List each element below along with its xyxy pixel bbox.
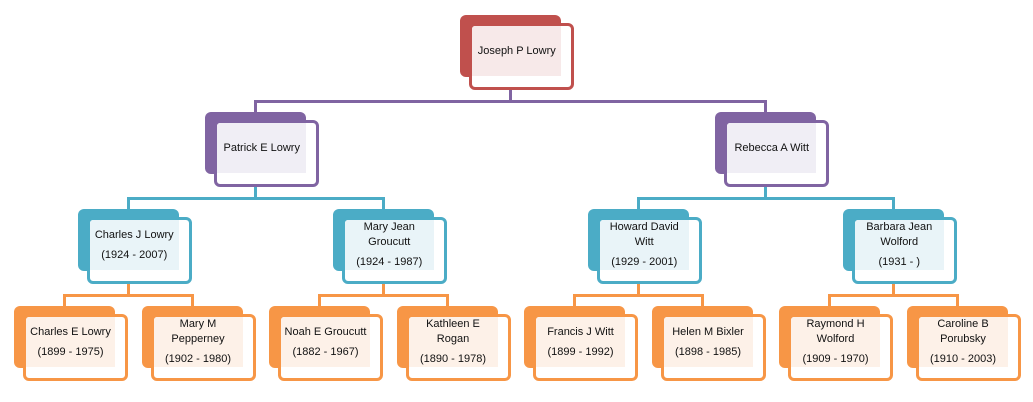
- person-node[interactable]: Mary M Pepperney (1902 - 1980): [150, 314, 256, 381]
- connector-line: [764, 182, 768, 197]
- person-name: Mary Jean Groucutt: [363, 221, 415, 248]
- person-name: Charles J Lowry: [94, 228, 174, 241]
- person-node[interactable]: Caroline B Porubsky (1910 - 2003): [915, 314, 1021, 381]
- person-node[interactable]: Noah E Groucutt (1882 - 1967): [278, 314, 383, 381]
- person-node[interactable]: Mary Jean Groucutt (1924 - 1987): [341, 217, 447, 284]
- connector-line: [63, 294, 194, 297]
- node-label: Charles J Lowry (1924 - 2007): [89, 220, 179, 270]
- node-label: Charles E Lowry (1899 - 1975): [26, 317, 115, 367]
- connector-line: [955, 294, 959, 306]
- connector-line: [126, 279, 130, 294]
- person-name: Charles E Lowry: [30, 325, 111, 338]
- person-years: (1924 - 2007): [101, 248, 168, 261]
- person-node[interactable]: Charles J Lowry (1924 - 2007): [86, 217, 192, 284]
- person-years: (1890 - 1978): [419, 353, 487, 365]
- person-node[interactable]: Joseph P Lowry: [469, 23, 575, 90]
- connector-line: [63, 294, 66, 306]
- person-years: (1899 - 1975): [37, 345, 104, 358]
- person-name: Francis J Witt: [547, 325, 614, 338]
- node-label: Mary Jean Groucutt (1924 - 1987): [344, 220, 434, 270]
- person-name: Caroline B Porubsky: [937, 318, 989, 345]
- node-label: Helen M Bixler (1898 - 1985): [663, 317, 753, 367]
- node-label: Caroline B Porubsky (1910 - 2003): [918, 317, 1008, 367]
- person-name: Howard David Witt: [609, 221, 679, 248]
- person-node[interactable]: Howard David Witt (1929 - 2001): [596, 217, 702, 284]
- person-years: (1929 - 2001): [611, 256, 678, 268]
- person-node[interactable]: Rebecca A Witt: [724, 120, 830, 187]
- person-name: Barbara Jean Wolford: [866, 221, 933, 248]
- connector-line: [828, 294, 831, 306]
- node-label: Rebecca A Witt: [727, 123, 817, 173]
- connector-line: [254, 182, 258, 197]
- person-years: (1882 - 1967): [292, 345, 359, 358]
- connector-line: [573, 294, 704, 297]
- person-years: (1910 - 2003): [929, 353, 997, 365]
- node-label: Noah E Groucutt (1882 - 1967): [281, 317, 370, 367]
- connector-line: [190, 294, 194, 306]
- node-label: Barbara Jean Wolford (1931 - ): [854, 220, 944, 270]
- node-label: Mary M Pepperney (1902 - 1980): [153, 317, 243, 367]
- person-years: (1909 - 1970): [802, 353, 869, 365]
- node-label: Patrick E Lowry: [217, 123, 307, 173]
- connector-line: [700, 294, 704, 306]
- connector-line: [764, 100, 768, 112]
- node-label: Joseph P Lowry: [472, 26, 562, 76]
- person-name: Kathleen E Rogan: [426, 318, 480, 345]
- connector-line: [381, 197, 385, 209]
- node-label: Howard David Witt (1929 - 2001): [599, 220, 689, 270]
- person-name: Joseph P Lowry: [477, 44, 556, 57]
- person-node[interactable]: Charles E Lowry (1899 - 1975): [23, 314, 128, 381]
- connector-line: [509, 85, 513, 100]
- connector-line: [254, 100, 768, 103]
- person-node[interactable]: Patrick E Lowry: [214, 120, 320, 187]
- connector-line: [828, 294, 959, 297]
- person-years: (1899 - 1992): [547, 345, 614, 358]
- person-node[interactable]: Raymond H Wolford (1909 - 1970): [788, 314, 893, 381]
- person-years: (1924 - 1987): [356, 256, 423, 268]
- person-years: (1931 - ): [878, 256, 921, 268]
- connector-line: [636, 197, 895, 200]
- connector-line: [636, 197, 640, 209]
- person-node[interactable]: Francis J Witt (1899 - 1992): [533, 314, 638, 381]
- connector-line: [318, 294, 449, 297]
- person-node[interactable]: Kathleen E Rogan (1890 - 1978): [405, 314, 511, 381]
- node-label: Francis J Witt (1899 - 1992): [536, 317, 625, 367]
- connector-line: [891, 197, 895, 209]
- connector-line: [445, 294, 449, 306]
- connector-line: [126, 197, 130, 209]
- connector-line: [636, 279, 640, 294]
- connector-line: [381, 279, 385, 294]
- person-years: (1898 - 1985): [674, 345, 742, 358]
- person-name: Noah E Groucutt: [284, 325, 367, 338]
- connector-line: [254, 100, 258, 112]
- person-node[interactable]: Helen M Bixler (1898 - 1985): [660, 314, 766, 381]
- connector-line: [573, 294, 576, 306]
- person-node[interactable]: Barbara Jean Wolford (1931 - ): [851, 217, 957, 284]
- person-years: (1902 - 1980): [164, 353, 232, 365]
- person-name: Raymond H Wolford: [806, 318, 865, 345]
- node-label: Kathleen E Rogan (1890 - 1978): [408, 317, 498, 367]
- node-label: Raymond H Wolford (1909 - 1970): [791, 317, 880, 367]
- connector-line: [318, 294, 321, 306]
- person-name: Patrick E Lowry: [223, 141, 300, 154]
- connector-line: [126, 197, 385, 200]
- person-name: Rebecca A Witt: [734, 141, 810, 154]
- connector-line: [891, 279, 895, 294]
- person-name: Helen M Bixler: [672, 325, 744, 338]
- person-name: Mary M Pepperney: [171, 318, 225, 345]
